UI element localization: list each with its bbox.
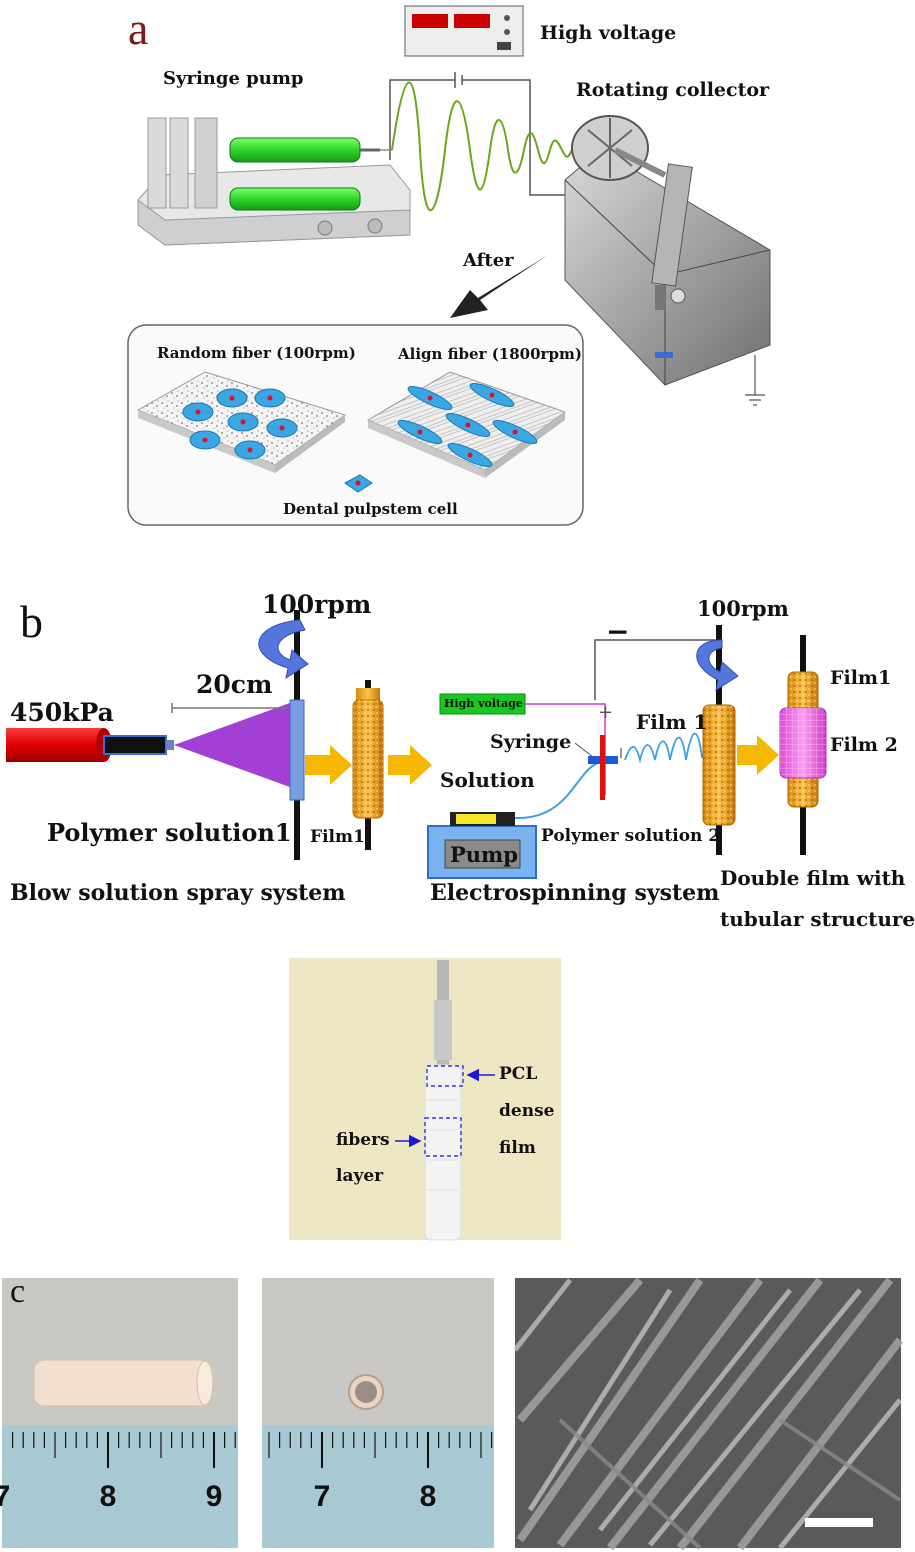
double-film-tube xyxy=(779,635,827,855)
plus-sign: + xyxy=(598,702,614,723)
rpm-left-label: 100rpm xyxy=(262,590,372,619)
jet-b xyxy=(624,732,703,764)
align-fiber-label: Align fiber (1800rpm) xyxy=(398,345,582,363)
ruler-number: 8 xyxy=(419,1480,437,1513)
double-film-label-1: Double film with xyxy=(720,866,906,890)
syringe-label: Syringe xyxy=(490,731,572,753)
random-fiber-label: Random fiber (100rpm) xyxy=(157,344,356,362)
panel-c-letter: c xyxy=(10,1273,26,1310)
syringe-pump xyxy=(137,117,411,246)
ruler-number: 7 xyxy=(313,1480,331,1513)
legend-cell xyxy=(344,474,373,493)
polymer-solution1-label: Polymer solution1 xyxy=(47,818,292,847)
film2-right-label: Film 2 xyxy=(830,734,898,756)
ruler-number: 8 xyxy=(99,1480,117,1513)
photo-film-label: film xyxy=(499,1138,536,1158)
spray-cone xyxy=(174,700,298,790)
ruler-number: 9 xyxy=(205,1480,223,1513)
double-film-label-2: tubular structure xyxy=(720,907,915,931)
pressure-label: 450kPa xyxy=(10,698,114,727)
rotation-arrow-left xyxy=(258,619,309,680)
film1-mid-label: Film 1 xyxy=(636,710,708,734)
electrode-red xyxy=(600,735,605,800)
rotating-collector-label: Rotating collector xyxy=(576,79,770,101)
solution-label: Solution xyxy=(440,768,535,792)
spray-collector xyxy=(289,610,305,860)
photo-pcl-label: PCL xyxy=(499,1064,538,1084)
voltage-wires xyxy=(389,72,575,196)
electrospinning-label: Electrospinning system xyxy=(430,880,720,906)
aligned-cell-nuclei xyxy=(417,392,518,458)
photo-c2 xyxy=(262,1278,494,1548)
pressure-cylinder xyxy=(6,728,174,762)
distance-label: 20cm xyxy=(196,670,273,699)
tube-photo xyxy=(289,958,561,1241)
syringe-pump-label: Syringe pump xyxy=(163,68,304,89)
flow-arrows xyxy=(305,735,779,785)
photo-dense-label: dense xyxy=(499,1101,555,1121)
rotating-collector xyxy=(564,115,771,406)
high-voltage-supply xyxy=(404,5,524,57)
cell-label: Dental pulpstem cell xyxy=(283,500,458,518)
after-label: After xyxy=(463,250,514,271)
sem-image xyxy=(513,1277,904,1551)
polymer-solution2-label: Polymer solution 2 xyxy=(541,826,721,846)
electrospinning-jet xyxy=(391,81,573,211)
rpm-right-label: 100rpm xyxy=(697,596,789,621)
pump-label: Pump xyxy=(450,842,518,867)
photo-layer-label: layer xyxy=(336,1166,384,1186)
pump-unit xyxy=(427,812,537,879)
random-cell-nuclei xyxy=(195,395,285,453)
electrospin-collector xyxy=(702,625,736,855)
blow-system-label: Blow solution spray system xyxy=(10,880,346,906)
ruler-number: 7 xyxy=(0,1480,11,1513)
minus-sign: − xyxy=(606,615,630,648)
hv-box-label: High voltage xyxy=(444,697,523,710)
film1-small-label: Film1 xyxy=(310,827,365,847)
film1-right-label: Film1 xyxy=(830,667,892,689)
ruler-1: 7 8 9 xyxy=(0,1430,238,1548)
panel-a-letter: a xyxy=(128,3,149,54)
high-voltage-label: High voltage xyxy=(540,22,677,44)
photo-c1 xyxy=(2,1278,238,1548)
panel-b-letter: b xyxy=(20,596,43,647)
after-arrow xyxy=(450,255,548,318)
film1-tube xyxy=(352,680,384,850)
scale-bar xyxy=(805,1518,873,1527)
result-box xyxy=(127,324,584,526)
pointer-line xyxy=(574,742,594,758)
rotation-arrow-right xyxy=(696,639,739,692)
photo-fibers-label: fibers xyxy=(336,1130,390,1150)
